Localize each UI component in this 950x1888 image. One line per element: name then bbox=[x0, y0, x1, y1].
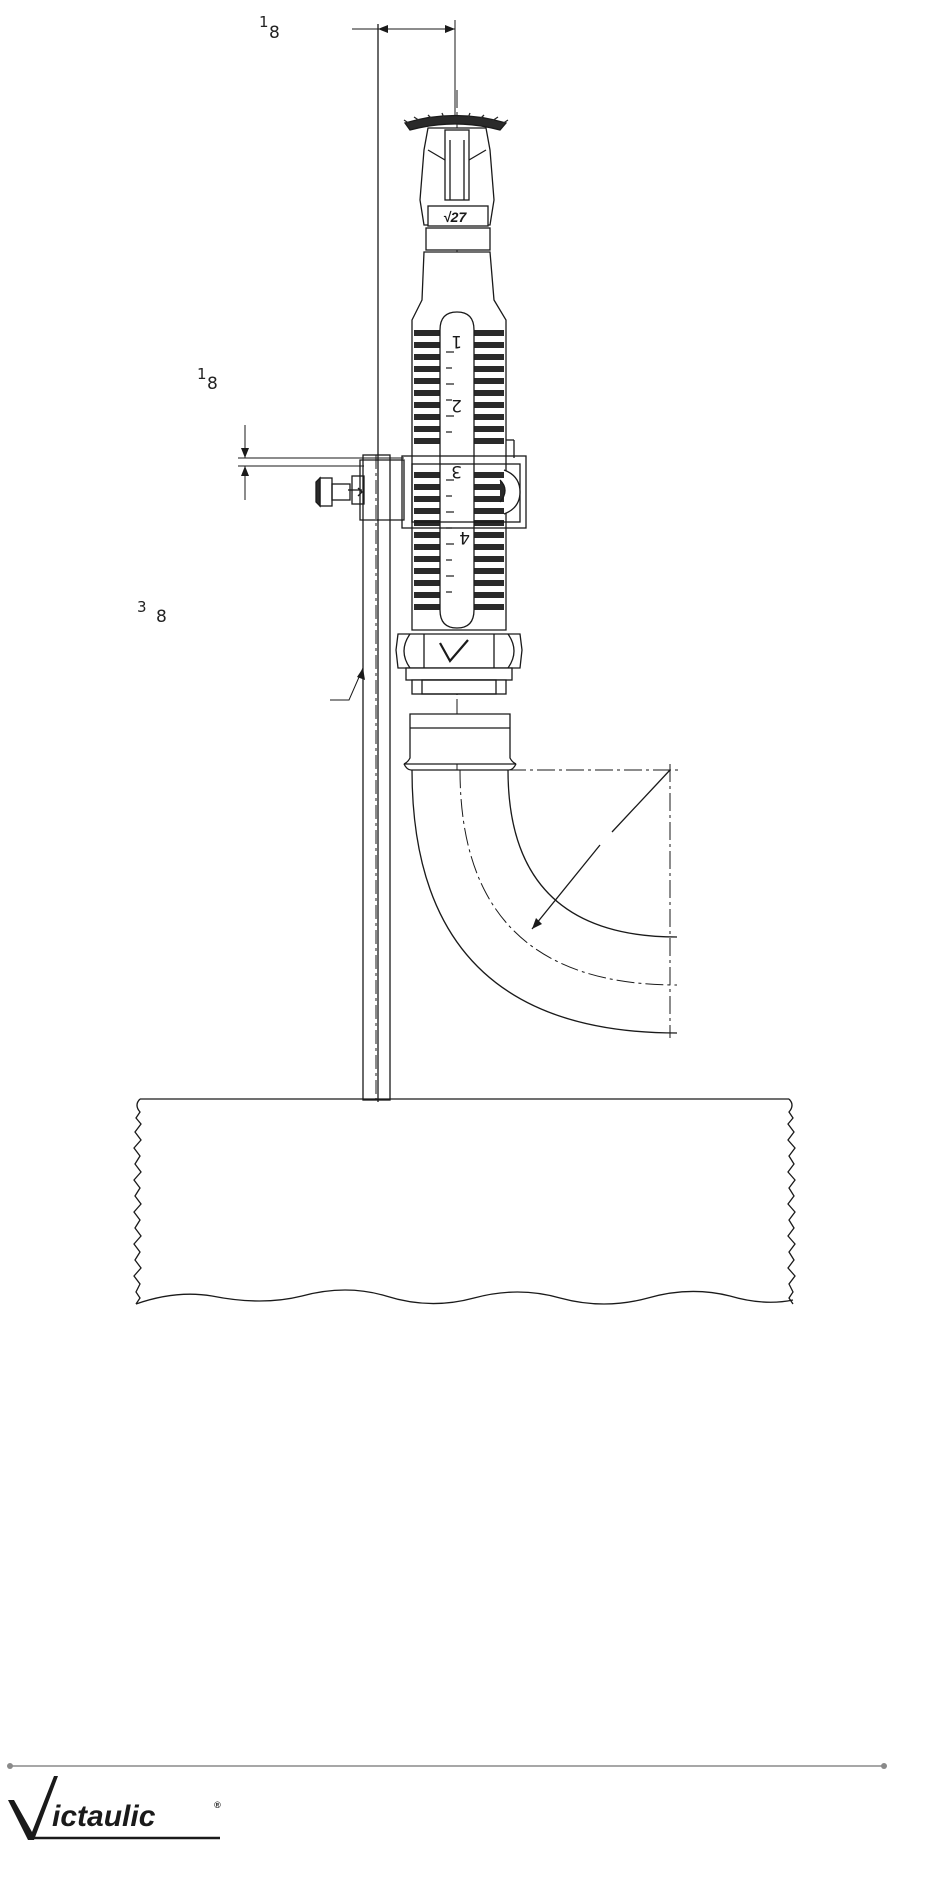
support-rod bbox=[363, 24, 390, 1102]
dimension-label-lower: 3 8 bbox=[137, 598, 167, 627]
top-dimension bbox=[352, 20, 455, 115]
ceiling-panel bbox=[134, 1099, 795, 1304]
brand-name: ictaulic bbox=[52, 1800, 156, 1833]
scale-mark-4: 4 bbox=[459, 527, 470, 547]
flex-hose-body bbox=[412, 252, 506, 630]
elbow-collar bbox=[404, 714, 516, 770]
sprinkler-head: √27 bbox=[404, 113, 508, 250]
scale-mark-1: 1 bbox=[451, 331, 462, 351]
registered-mark: ® bbox=[214, 1800, 221, 1810]
svg-text:1: 1 bbox=[197, 365, 207, 383]
elbow-tube bbox=[412, 764, 682, 1038]
logo-check-mark bbox=[8, 1776, 58, 1840]
svg-text:3: 3 bbox=[137, 598, 147, 616]
svg-text:8: 8 bbox=[269, 23, 280, 43]
svg-text:8: 8 bbox=[156, 607, 167, 627]
sprinkler-mark: √27 bbox=[443, 209, 467, 225]
dimension-label-middle: 1 8 bbox=[197, 365, 218, 394]
svg-text:1: 1 bbox=[259, 13, 269, 31]
svg-text:8: 8 bbox=[207, 374, 218, 394]
dimension-label-top: 1 8 bbox=[259, 13, 280, 43]
scale-mark-2: 2 bbox=[451, 395, 462, 415]
hex-fitting bbox=[396, 634, 522, 694]
rod-leader bbox=[330, 668, 365, 700]
footer-divider bbox=[7, 1763, 887, 1769]
victaulic-logo: ictaulic ® bbox=[8, 1776, 221, 1840]
